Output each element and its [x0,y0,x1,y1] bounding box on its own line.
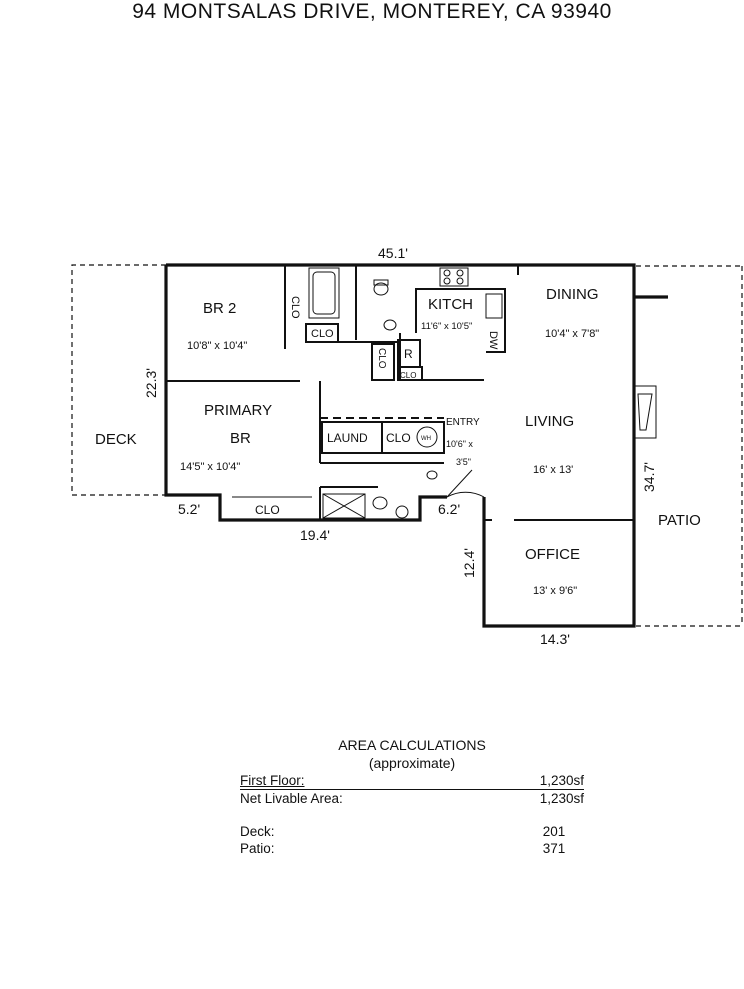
laund-label: LAUND [327,431,368,445]
deck-area-value: 201 [542,824,566,839]
fireplace-icon [633,385,657,439]
dim-top: 45.1' [378,245,408,261]
room-primary-name-1: PRIMARY [204,402,272,419]
clo-label-br2-vert: CLO [289,296,301,319]
entry-size-1: 10'6" x [446,439,473,449]
patio-area-value: 371 [542,841,566,856]
entry-size-2: 3'5" [456,457,471,467]
kitchen-sink [485,293,503,319]
room-primary-name-2: BR [230,430,251,447]
room-dining-name: DINING [546,286,599,303]
patio-row: Patio: 371 [240,840,584,857]
area-subheading: (approximate) [368,755,456,771]
room-dining-size: 10'4" x 7'8" [545,328,599,340]
bathtub [308,267,340,319]
first-floor-value: 1,230sf [539,773,584,788]
water-heater-icon [416,426,438,448]
page-title: 94 MONTSALAS DRIVE, MONTEREY, CA 93940 [132,0,612,23]
entry-name: ENTRY [446,417,480,428]
area-heading: AREA CALCULATIONS [338,737,486,753]
first-floor-row: First Floor: 1,230sf [240,772,584,789]
sink-2 [395,505,409,519]
dim-right: 34.7' [641,462,657,492]
dw-label: DW [487,331,499,350]
room-kitch-name: KITCH [428,296,473,313]
wh-label: WH [421,436,431,442]
room-kitch-size: 11'6" x 10'5" [421,321,472,332]
deck-row: Deck: 201 [240,823,584,840]
toilet [373,282,389,296]
patio-area [636,265,743,627]
entry-sink [426,470,438,480]
room-primary-size: 14'5" x 10'4" [180,461,240,473]
clo-label-br2: CLO [311,328,334,340]
room-living-name: LIVING [525,413,574,430]
first-floor-label: First Floor: [240,773,305,788]
dim-office-bottom: 14.3' [540,631,570,647]
area-rule [240,789,584,790]
deck-area [71,264,166,496]
room-office-name: OFFICE [525,546,580,563]
sink [383,319,397,331]
exterior-walls [164,263,668,628]
dim-entry-step: 6.2' [438,501,460,517]
fixtures [232,267,657,519]
deck-label: DECK [95,431,137,448]
stove [439,267,469,287]
clo-label-hall: CLO [386,431,411,445]
dim-left: 22.3' [143,368,159,398]
net-area-row: Net Livable Area: 1,230sf [240,790,584,807]
deck-area-label: Deck: [240,824,275,839]
dim-office-left: 12.4' [461,548,477,578]
shower [322,493,366,519]
area-calculations: AREA CALCULATIONS (approximate) First Fl… [240,736,584,857]
patio-label: PATIO [658,512,701,529]
room-living-size: 16' x 13' [533,464,573,476]
patio-area-label: Patio: [240,841,275,856]
dim-bottom-mid: 19.4' [300,527,330,543]
room-br2-size: 10'8" x 10'4" [187,340,247,352]
net-area-label: Net Livable Area: [240,791,343,806]
net-area-value: 1,230sf [539,791,584,806]
r-label: R [404,347,413,361]
toilet-2 [372,496,388,510]
dim-bottom-left: 5.2' [178,501,200,517]
clo-label-bottom: CLO [255,503,280,517]
interior-walls [166,265,634,521]
door-swing [446,491,485,498]
room-office-size: 13' x 9'6" [533,585,577,597]
clo-label-kitchen-vert: CLO [376,348,387,369]
clo-label-kitchen: CLO [400,371,416,380]
room-br2-name: BR 2 [203,300,236,317]
